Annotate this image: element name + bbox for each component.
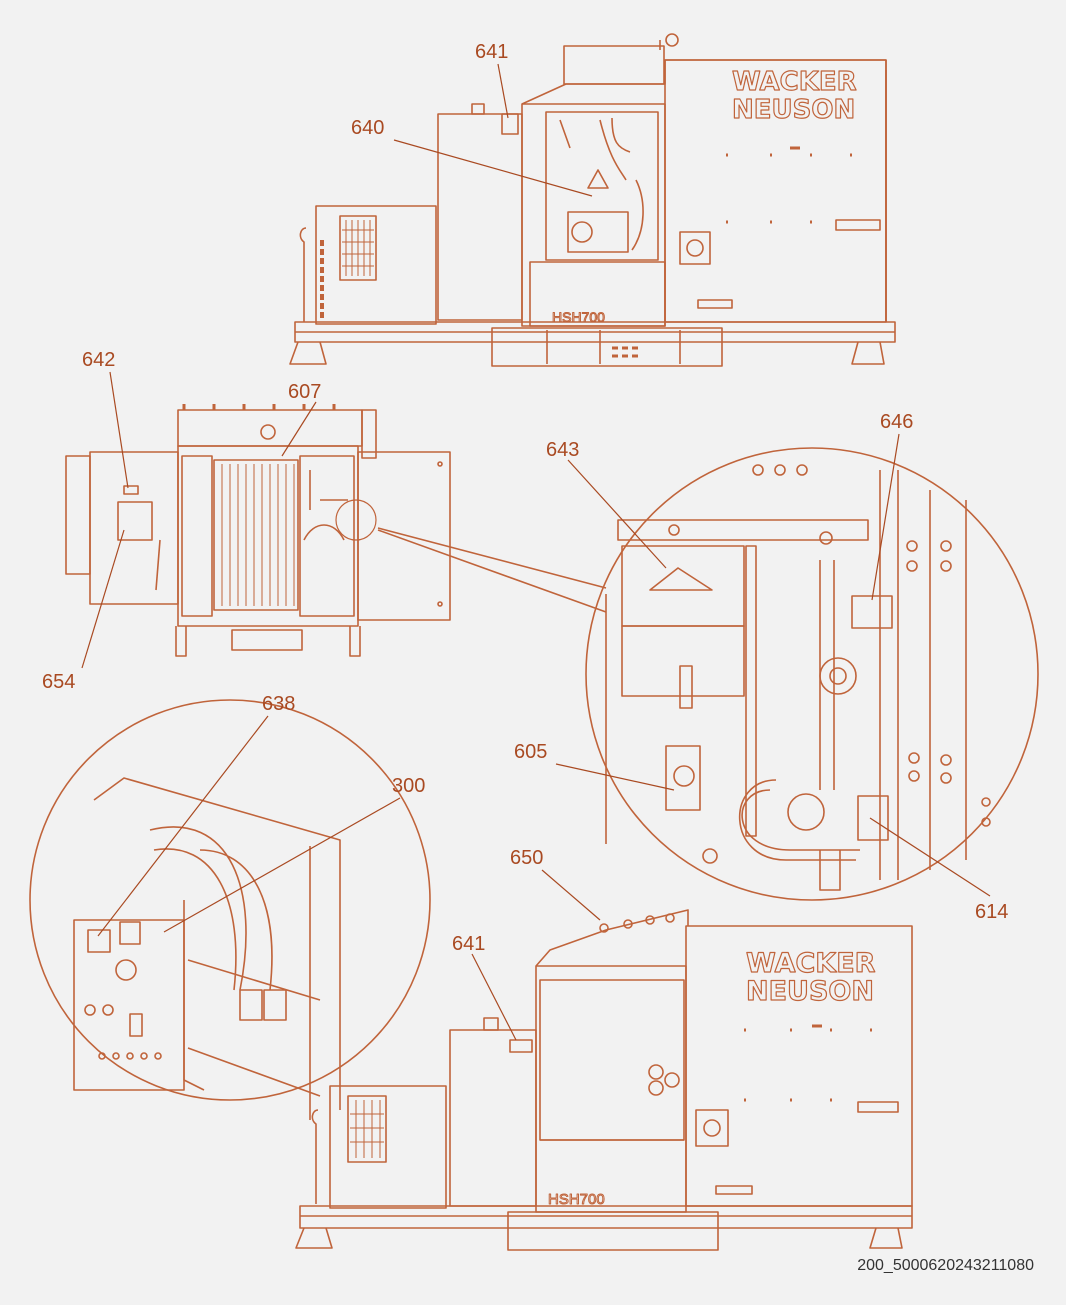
callout-640: 640 xyxy=(351,117,385,139)
callout-643: 643 xyxy=(546,439,580,461)
callout-641-bottom: 641 xyxy=(452,933,486,955)
callout-605: 605 xyxy=(514,741,548,763)
brand-line1-top: WACKER xyxy=(732,67,857,97)
callout-614: 614 xyxy=(975,901,1009,923)
callout-300: 300 xyxy=(392,775,426,797)
unit-side-view-top: WACKER NEUSON HSH700 xyxy=(289,33,896,367)
callout-650: 650 xyxy=(510,847,544,869)
control-box-zoom xyxy=(29,699,431,1120)
brand-line2-bottom: NEUSON xyxy=(746,976,874,1007)
brand-line2-top: NEUSON xyxy=(732,95,855,125)
callout-638: 638 xyxy=(262,693,296,715)
model-label-top: HSH700 xyxy=(552,309,605,325)
brand-line1-bottom: WACKER xyxy=(746,948,876,979)
unit-side-view-bottom: WACKER NEUSON HSH700 xyxy=(295,909,913,1251)
callout-642: 642 xyxy=(82,349,116,371)
unit-end-view xyxy=(65,404,451,657)
callout-641-top: 641 xyxy=(475,41,509,63)
leader-lines xyxy=(81,63,991,1041)
callout-607: 607 xyxy=(288,381,322,403)
detail-zoom-circle xyxy=(335,447,1039,901)
callout-654: 654 xyxy=(42,671,76,693)
callout-646: 646 xyxy=(880,411,914,433)
drawing-reference-number: 200_5000620243211080 xyxy=(857,1257,1034,1274)
model-label-bottom: HSH700 xyxy=(548,1191,605,1208)
